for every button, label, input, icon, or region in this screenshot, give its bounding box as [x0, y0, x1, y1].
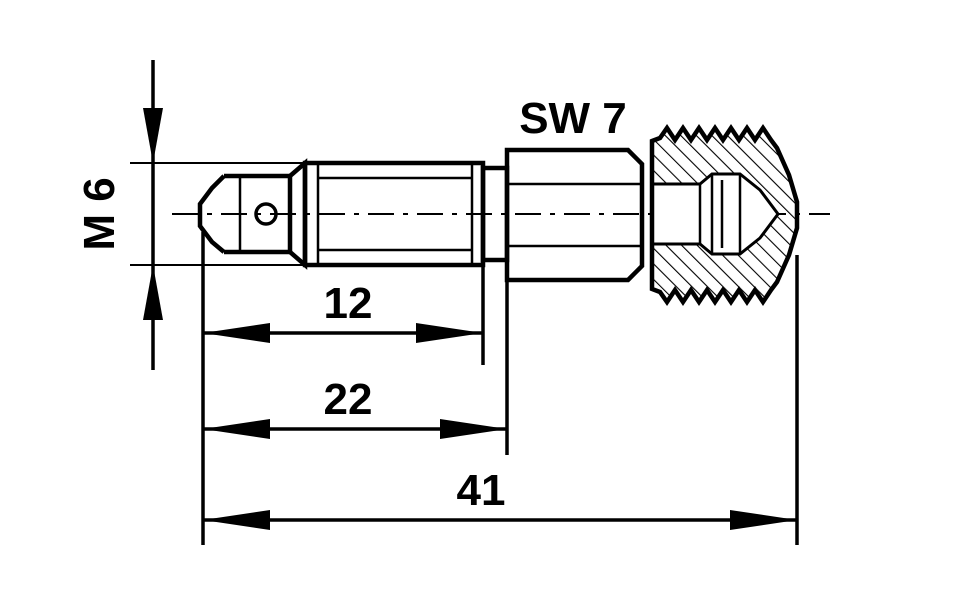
m6-dimension: M 6 [75, 60, 305, 370]
cross-hole [254, 202, 278, 226]
wrench-size-label: SW 7 [519, 94, 627, 143]
dim-12-label: 12 [324, 279, 373, 328]
length-dimensions: 12 22 41 [201, 232, 799, 545]
thread-label: M 6 [75, 177, 124, 250]
threaded-shank [197, 158, 510, 270]
sectioned-head [649, 123, 800, 307]
dim-41-label: 41 [457, 466, 506, 515]
dim-22-label: 22 [324, 375, 373, 424]
